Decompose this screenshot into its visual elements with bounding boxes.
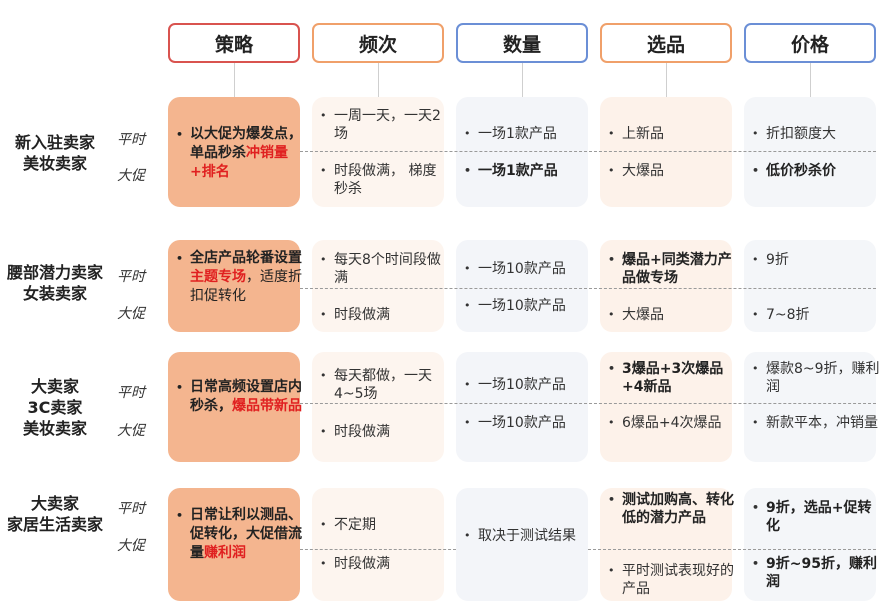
frequency-promo: 时段做满 xyxy=(320,423,446,441)
tag-normal: 平时 xyxy=(117,501,145,517)
frequency-card xyxy=(312,488,444,601)
selection-promo: 平时测试表现好的产品 xyxy=(608,562,738,598)
tag-normal: 平时 xyxy=(117,269,145,285)
header-price: 价格 xyxy=(744,23,876,63)
row-divider xyxy=(300,288,876,289)
header-selection: 选品 xyxy=(600,23,732,63)
price-normal: 折扣额度大 xyxy=(752,125,882,143)
selection-normal: 3爆品+3次爆品+4新品 xyxy=(608,360,738,396)
header-strategy: 策略 xyxy=(168,23,300,63)
price-promo: 新款平本，冲销量 xyxy=(752,414,882,432)
row-divider xyxy=(588,549,876,550)
row-label: 腰部潜力卖家女装卖家 xyxy=(6,263,103,303)
row-label: 大卖家家居生活卖家 xyxy=(6,494,103,534)
quantity-card xyxy=(456,240,588,332)
connector-line xyxy=(378,63,379,97)
frequency-normal: 一周一天，一天2场 xyxy=(320,107,446,143)
quantity-normal: 一场10款产品 xyxy=(464,260,594,278)
price-normal: 9折 xyxy=(752,251,882,269)
selection-normal: 测试加购高、转化低的潜力产品 xyxy=(608,491,738,527)
strategy-text: 全店产品轮番设置主题专场，适度折扣促转化 xyxy=(176,249,302,306)
tag-normal: 平时 xyxy=(117,132,145,148)
strategy-text: 日常让利以测品、促转化，大促借流量赚利润 xyxy=(176,506,302,563)
tag-promo: 大促 xyxy=(117,538,145,554)
quantity-both: 取决于测试结果 xyxy=(464,527,594,545)
quantity-promo: 一场10款产品 xyxy=(464,297,594,315)
quantity-card xyxy=(456,352,588,462)
tag-promo: 大促 xyxy=(117,306,145,322)
price-promo: 低价秒杀价 xyxy=(752,162,882,180)
connector-line xyxy=(234,63,235,97)
price-normal: 9折，选品+促转化 xyxy=(752,499,882,535)
row-label: 新入驻卖家美妆卖家 xyxy=(14,133,95,173)
selection-promo: 6爆品+4次爆品 xyxy=(608,414,738,432)
connector-line xyxy=(666,63,667,97)
frequency-promo: 时段做满 xyxy=(320,555,446,573)
quantity-normal: 一场10款产品 xyxy=(464,376,594,394)
connector-line xyxy=(522,63,523,97)
price-promo: 9折~95折，赚利润 xyxy=(752,555,882,591)
tag-normal: 平时 xyxy=(117,385,145,401)
quantity-promo: 一场1款产品 xyxy=(464,162,594,180)
connector-line xyxy=(810,63,811,97)
tag-promo: 大促 xyxy=(117,423,145,439)
header-frequency: 频次 xyxy=(312,23,444,63)
row-divider xyxy=(300,151,876,152)
strategy-text: 日常高频设置店内秒杀，爆品带新品 xyxy=(176,378,302,416)
row-divider xyxy=(300,403,876,404)
row-divider xyxy=(300,549,456,550)
tag-promo: 大促 xyxy=(117,168,145,184)
price-normal: 爆款8~9折，赚利润 xyxy=(752,360,882,396)
frequency-promo: 时段做满， 梯度秒杀 xyxy=(320,162,446,198)
header-quantity: 数量 xyxy=(456,23,588,63)
frequency-normal: 每天8个时间段做满 xyxy=(320,251,446,287)
quantity-normal: 一场1款产品 xyxy=(464,125,594,143)
selection-normal: 上新品 xyxy=(608,125,738,143)
quantity-card xyxy=(456,97,588,207)
selection-normal: 爆品+同类潜力产品做专场 xyxy=(608,251,738,287)
price-promo: 7~8折 xyxy=(752,306,882,324)
frequency-normal: 不定期 xyxy=(320,516,446,534)
strategy-text: 以大促为爆发点，单品秒杀冲销量+排名 xyxy=(176,125,302,182)
selection-promo: 大爆品 xyxy=(608,306,738,324)
frequency-promo: 时段做满 xyxy=(320,306,446,324)
quantity-promo: 一场10款产品 xyxy=(464,414,594,432)
selection-card xyxy=(600,97,732,207)
selection-promo: 大爆品 xyxy=(608,162,738,180)
frequency-normal: 每天都做，一天4~5场 xyxy=(320,367,446,403)
price-card xyxy=(744,97,876,207)
